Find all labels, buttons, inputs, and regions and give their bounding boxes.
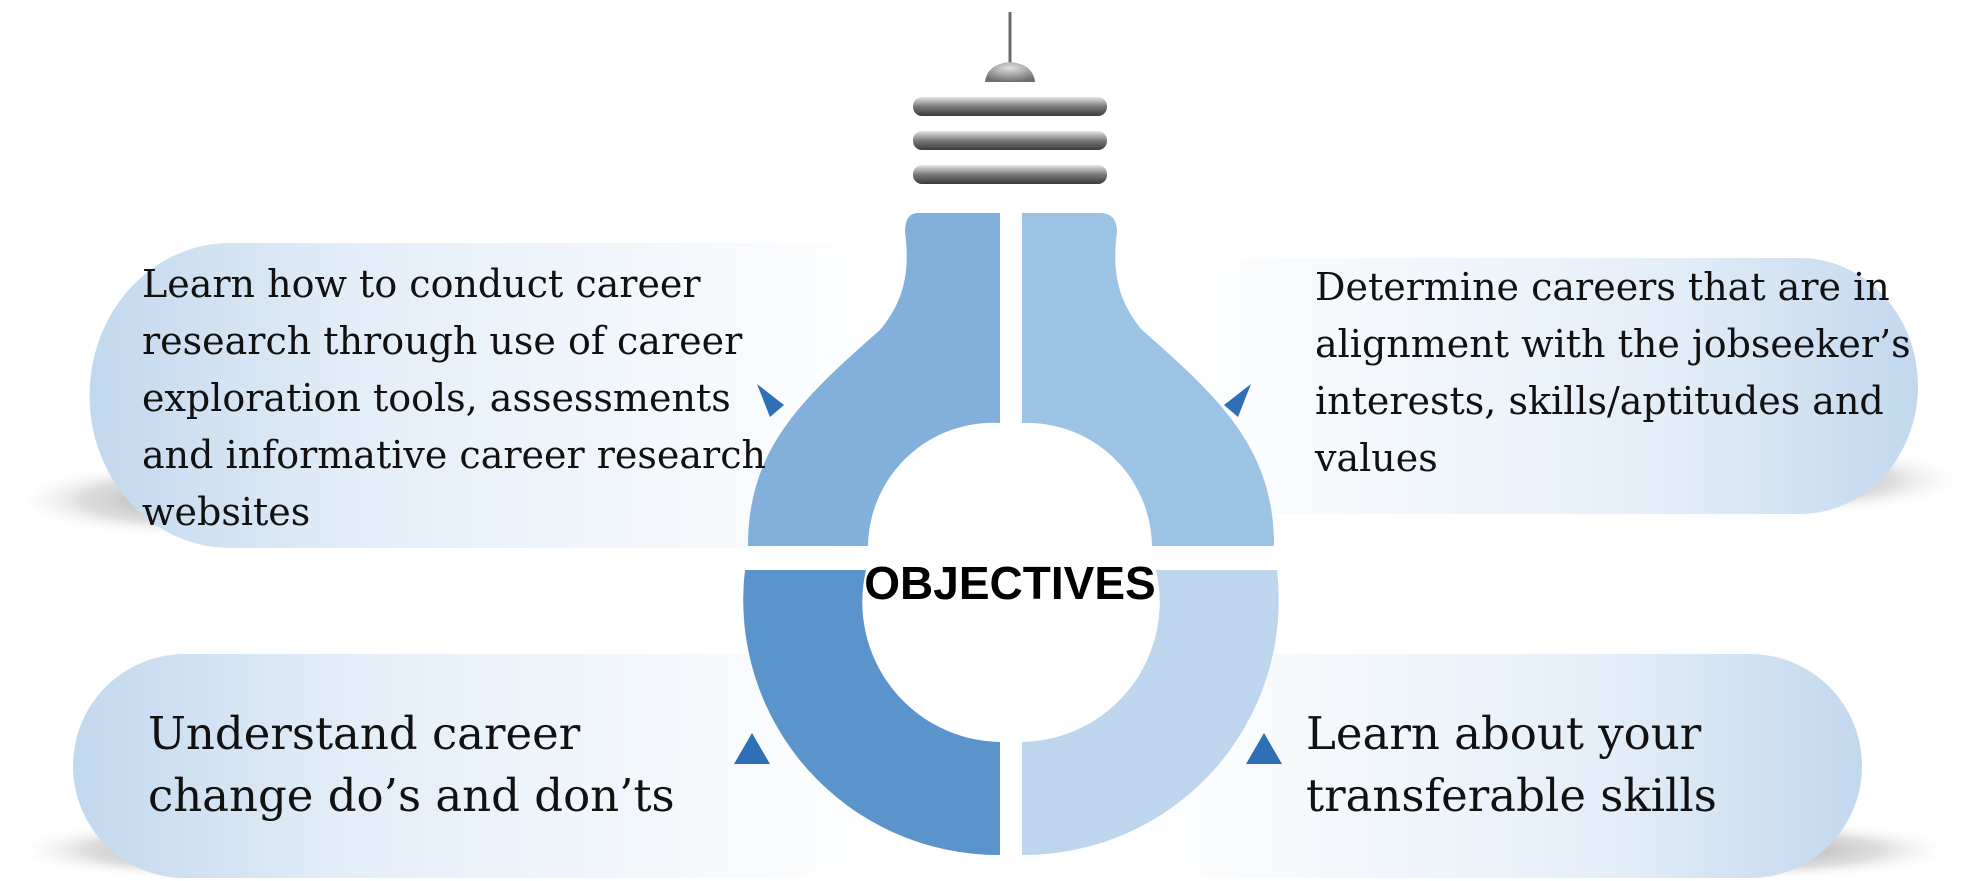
banner-bottom-left	[73, 654, 880, 878]
center-label: OBJECTIVES	[864, 557, 1156, 609]
objective-top-right: Determine careers that are in alignment …	[1315, 265, 1911, 480]
lamp-ridge-2	[913, 131, 1107, 150]
quadrant-top-left	[748, 213, 1000, 546]
lamp-ridge-1	[913, 97, 1107, 116]
objective-bottom-left: Understand career change do’s and don’ts	[148, 707, 675, 822]
pointer-top-right	[1224, 384, 1251, 417]
banner-top-right	[1180, 258, 1918, 514]
quadrant-bottom-right	[1022, 570, 1279, 856]
pointer-top-left	[757, 384, 784, 417]
pointer-bottom-right	[1246, 733, 1282, 764]
banner-top-left	[89, 243, 880, 548]
objective-top-left: Learn how to conduct career research thr…	[142, 262, 766, 534]
quadrant-bottom-left	[743, 570, 1000, 856]
objective-bottom-right: Learn about your transferable skills	[1306, 707, 1717, 822]
lamp-ridge-3	[913, 165, 1107, 184]
lamp-cap	[985, 62, 1035, 82]
banner-bottom-right	[1140, 654, 1862, 878]
quadrant-top-right	[1022, 213, 1274, 546]
pointer-bottom-left	[734, 733, 770, 764]
